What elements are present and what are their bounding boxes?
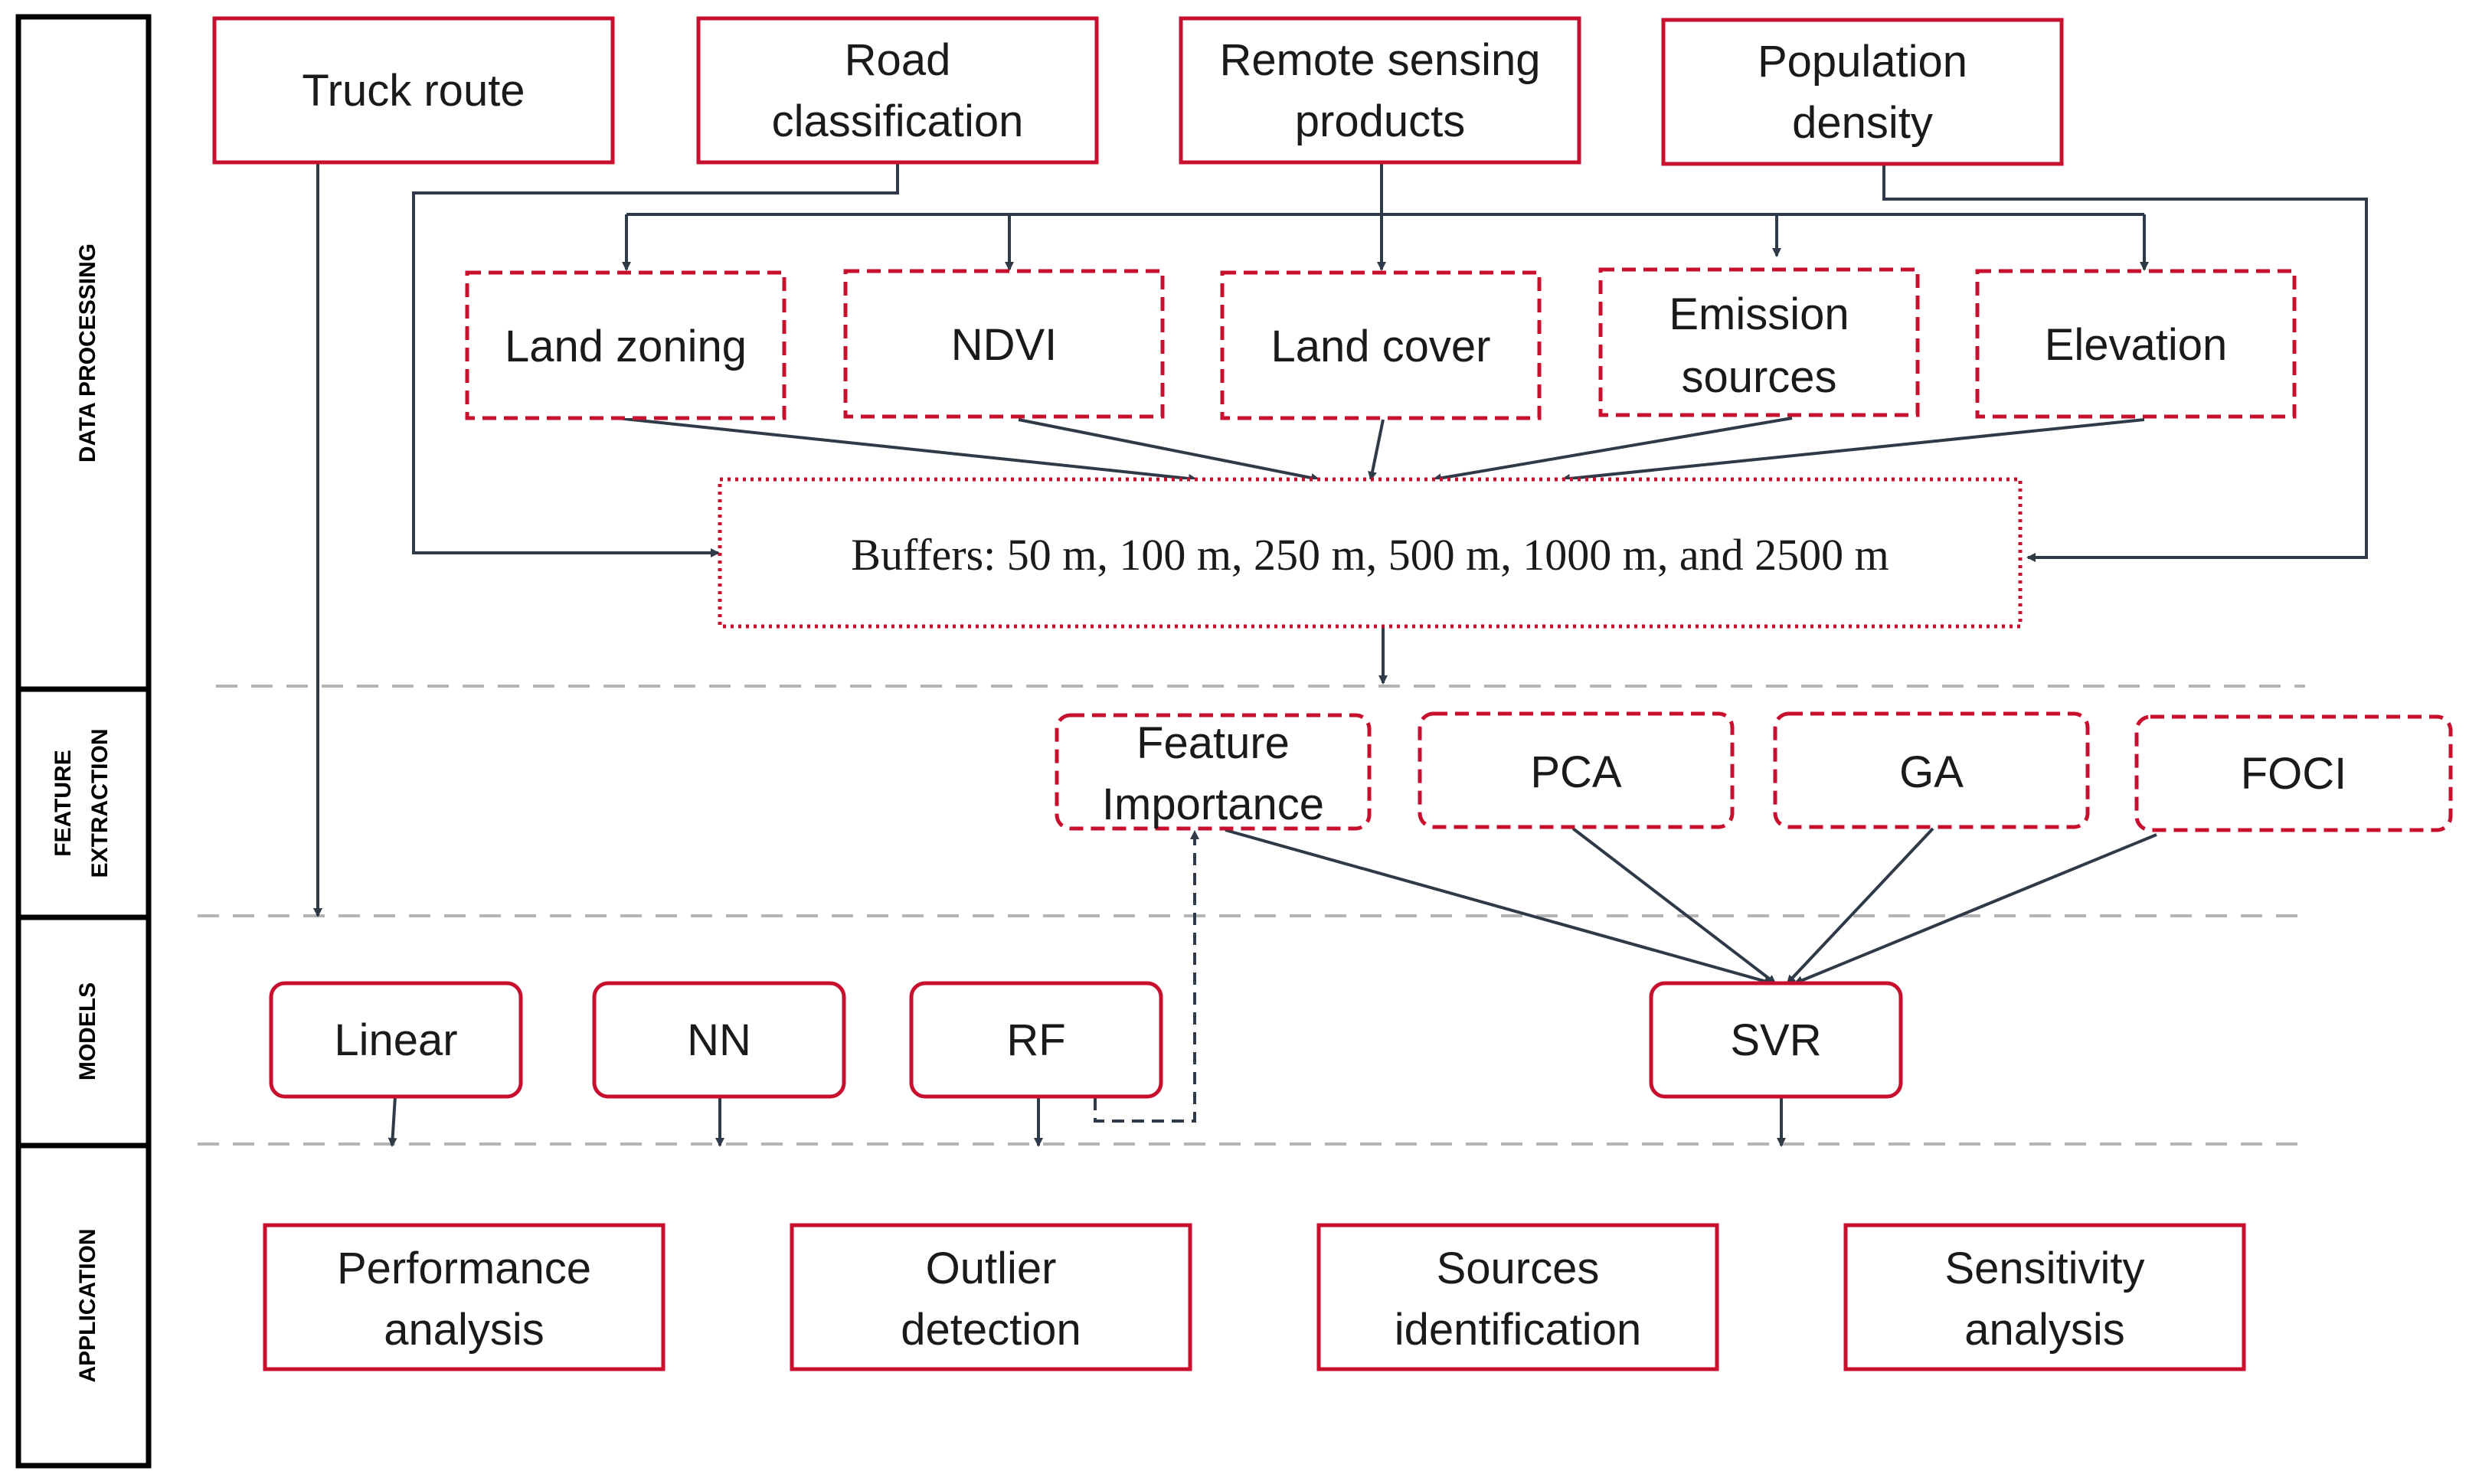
emission-sources-label-line2: sources: [1681, 352, 1836, 402]
arrow-emission-to-buffers: [1432, 417, 1793, 483]
performance-label-line2: analysis: [384, 1305, 544, 1355]
phase-label-application: APPLICATION: [75, 1228, 100, 1382]
phase-label-feature-extraction-line1: FEATURE: [51, 750, 76, 856]
arrow-foci-to-svr: [1794, 833, 2157, 985]
input-box-remote-sensing: [1179, 16, 1581, 165]
phase-column: DATA PROCESSING FEATURE EXTRACTION MODEL…: [15, 14, 152, 1469]
outlier-label-line1: Outlier: [926, 1244, 1057, 1293]
arrow-feature-importance-to-svr: [1225, 829, 1774, 986]
buffers-label: Buffers: 50 m, 100 m, 250 m, 500 m, 1000…: [851, 530, 1889, 580]
arrow-population-to-buffers: [1882, 162, 2368, 562]
sources-label-line1: Sources: [1437, 1244, 1600, 1293]
phase-box-feature-extraction: [15, 686, 152, 920]
emission-sources-label-line1: Emission: [1669, 289, 1849, 339]
rf-label: RF: [1006, 1015, 1065, 1065]
population-density-label-line1: Population: [1758, 37, 1967, 87]
feature-importance-label-line2: Importance: [1102, 780, 1324, 829]
remote-sensing-label-line1: Remote sensing: [1219, 35, 1540, 85]
arrow-ndvi-to-buffers: [1018, 418, 1320, 482]
truck-route-label: Truck route: [302, 66, 525, 116]
svr-label: SVR: [1730, 1015, 1821, 1065]
land-cover-label: Land cover: [1271, 322, 1491, 371]
sources-label-line2: identification: [1395, 1305, 1641, 1355]
land-zoning-label: Land zoning: [505, 322, 747, 371]
phase-separators: [198, 685, 2305, 1146]
arrow-rf-to-feature-importance: [1094, 830, 1199, 1123]
derived-box-land-zoning: [465, 270, 786, 420]
input-boxes: [212, 16, 2064, 166]
phase-label-feature-extraction-line2: EXTRACTION: [87, 729, 113, 878]
arrow-road-to-buffers: [412, 162, 899, 557]
performance-label-line1: Performance: [337, 1244, 591, 1293]
application-box-sources: [1316, 1223, 1719, 1371]
model-box-nn: [592, 981, 846, 1099]
arrow-pca-to-svr: [1571, 827, 1777, 985]
remote-sensing-label-line2: products: [1295, 96, 1465, 146]
sensitivity-label-line1: Sensitivity: [1944, 1244, 2144, 1293]
pca-label: PCA: [1530, 747, 1622, 797]
feature-box-ga: [1773, 711, 2090, 829]
connectors: [313, 162, 2368, 1147]
ga-label: GA: [1899, 747, 1964, 797]
input-box-population-density: [1661, 18, 2064, 166]
model-box-rf: [909, 981, 1163, 1099]
input-box-truck-route: [212, 16, 615, 165]
application-boxes: [263, 1223, 2246, 1371]
arrow-land-zoning-to-buffers: [616, 417, 1198, 483]
population-density-label-line2: density: [1792, 98, 1933, 148]
application-box-outlier: [790, 1223, 1192, 1371]
ndvi-label: NDVI: [951, 320, 1058, 370]
arrow-land-cover-to-buffers: [1368, 419, 1385, 481]
road-classification-label-line2: classification: [772, 96, 1024, 146]
phase-label-data-processing: DATA PROCESSING: [75, 244, 100, 463]
derived-boxes: [465, 267, 2297, 420]
derived-box-emission-sources: [1598, 267, 1920, 417]
feature-box-feature-importance: [1055, 713, 1372, 831]
outlier-label-line2: detection: [901, 1305, 1081, 1355]
sensitivity-label-line2: analysis: [1964, 1305, 2125, 1355]
derived-box-ndvi: [843, 269, 1165, 419]
foci-label: FOCI: [2241, 749, 2347, 799]
model-box-linear: [269, 981, 523, 1099]
application-box-sensitivity: [1843, 1223, 2246, 1371]
road-classification-label-line1: Road: [845, 35, 951, 85]
phase-box-application: [15, 1142, 152, 1469]
input-box-road-classification: [696, 16, 1099, 165]
application-box-performance: [263, 1223, 665, 1371]
derived-box-elevation: [1975, 269, 2297, 419]
feature-box-foci: [2134, 714, 2453, 832]
arrow-ga-to-svr: [1786, 827, 1934, 985]
buffers-box: [718, 477, 2023, 629]
arrow-elevation-to-buffers: [1561, 418, 2145, 483]
feature-boxes: [1055, 711, 2453, 832]
model-boxes: [269, 981, 1903, 1099]
derived-box-land-cover: [1220, 270, 1542, 420]
linear-label: Linear: [334, 1015, 457, 1065]
feature-box-pca: [1418, 711, 1735, 829]
feature-importance-label-line1: Feature: [1136, 718, 1290, 768]
phase-label-models: MODELS: [75, 982, 100, 1080]
nn-label: NN: [687, 1015, 751, 1065]
model-box-svr: [1649, 981, 1903, 1099]
elevation-label: Elevation: [2045, 320, 2228, 370]
arrow-linear-down: [388, 1096, 397, 1147]
